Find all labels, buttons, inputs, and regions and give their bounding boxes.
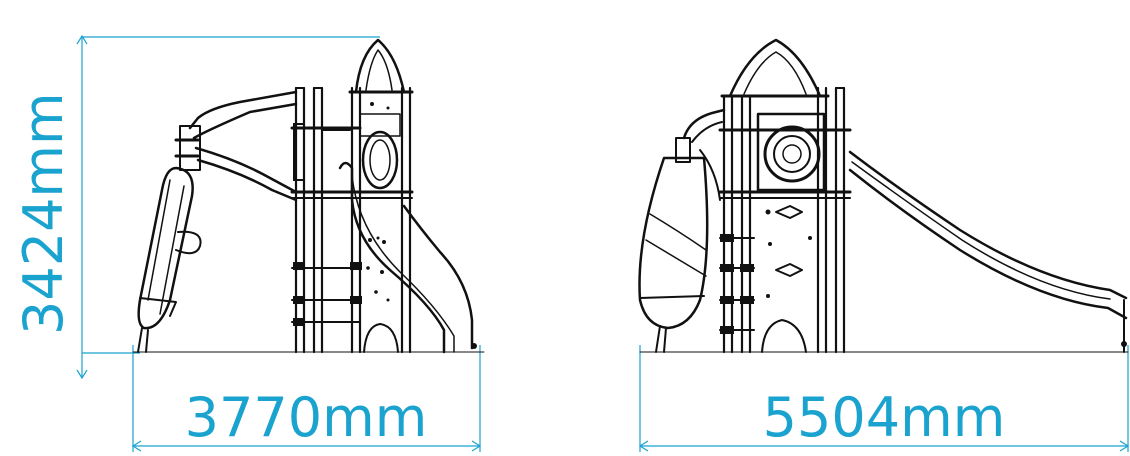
side-view-drawing bbox=[132, 38, 485, 354]
side-width-arrow-right bbox=[471, 440, 482, 452]
front-slide-end bbox=[1121, 341, 1127, 347]
side-rocket-cone-inner bbox=[365, 49, 393, 91]
front-panel-symbols bbox=[765, 205, 812, 298]
front-base-arch bbox=[761, 319, 807, 353]
front-width-arrow-right bbox=[1119, 440, 1130, 452]
side-slide-rail bbox=[351, 175, 455, 353]
height-dimension: 3424mm bbox=[12, 34, 380, 380]
side-slide-end bbox=[471, 343, 477, 349]
side-width-label: 3770mm bbox=[185, 386, 428, 449]
side-capsule-hanger bbox=[179, 125, 201, 171]
front-view-drawing bbox=[638, 38, 1129, 354]
front-tower-posts bbox=[722, 86, 846, 354]
front-width-label: 5504mm bbox=[763, 386, 1006, 449]
height-arrow-bottom bbox=[76, 369, 88, 380]
side-porthole bbox=[361, 130, 399, 190]
side-bridge-top-rail-2 bbox=[192, 102, 298, 140]
front-slide-bottom-edge bbox=[848, 168, 1128, 320]
front-width-arrow-left bbox=[638, 440, 649, 452]
side-panel-dots bbox=[366, 102, 390, 302]
side-capsule-handle bbox=[175, 230, 202, 255]
side-bridge-low-rail bbox=[194, 146, 298, 194]
side-capsule-line bbox=[147, 179, 171, 301]
front-capsule-stripe-2 bbox=[645, 239, 707, 277]
front-capsule-bottom-strap bbox=[639, 295, 705, 299]
front-ladder-clamps bbox=[720, 234, 754, 334]
side-rocket-cone bbox=[354, 38, 406, 94]
front-slide-top-edge bbox=[848, 150, 1128, 300]
side-bridge-low-rail-2 bbox=[196, 158, 298, 202]
side-width-arrow-left bbox=[131, 440, 142, 452]
front-rocket-cone bbox=[728, 38, 822, 98]
side-base-arch bbox=[363, 323, 399, 353]
side-porthole-inner bbox=[369, 139, 391, 181]
side-capsule bbox=[137, 166, 194, 330]
front-capsule-rope bbox=[699, 149, 721, 201]
front-porthole bbox=[763, 125, 821, 183]
front-porthole-center bbox=[782, 144, 802, 164]
front-hang-arm bbox=[682, 108, 726, 140]
front-rocket-cone-inner bbox=[743, 51, 807, 95]
front-capsule bbox=[638, 156, 709, 330]
height-label: 3424mm bbox=[12, 92, 75, 335]
side-capsule-line-2 bbox=[159, 185, 185, 315]
side-slide-outer bbox=[338, 161, 446, 354]
front-capsule-leg bbox=[655, 325, 667, 353]
front-porthole-frame bbox=[756, 112, 826, 192]
height-arrow-top bbox=[76, 34, 88, 45]
side-bridge-top-rail bbox=[188, 90, 298, 130]
side-capsule-bottom-strap bbox=[139, 297, 177, 317]
front-hang-arm-2 bbox=[691, 121, 723, 143]
side-ladder-clamps bbox=[293, 123, 362, 326]
side-slide-inner bbox=[402, 204, 474, 350]
front-capsule-stripe bbox=[649, 213, 707, 251]
front-porthole-inner bbox=[773, 135, 811, 173]
front-width-dimension: 5504mm bbox=[638, 345, 1130, 452]
front-slide-mid-rail bbox=[851, 161, 1111, 300]
side-width-dimension: 3770mm bbox=[131, 345, 482, 452]
side-capsule-leg bbox=[137, 327, 149, 353]
side-porthole-frame bbox=[359, 113, 401, 137]
